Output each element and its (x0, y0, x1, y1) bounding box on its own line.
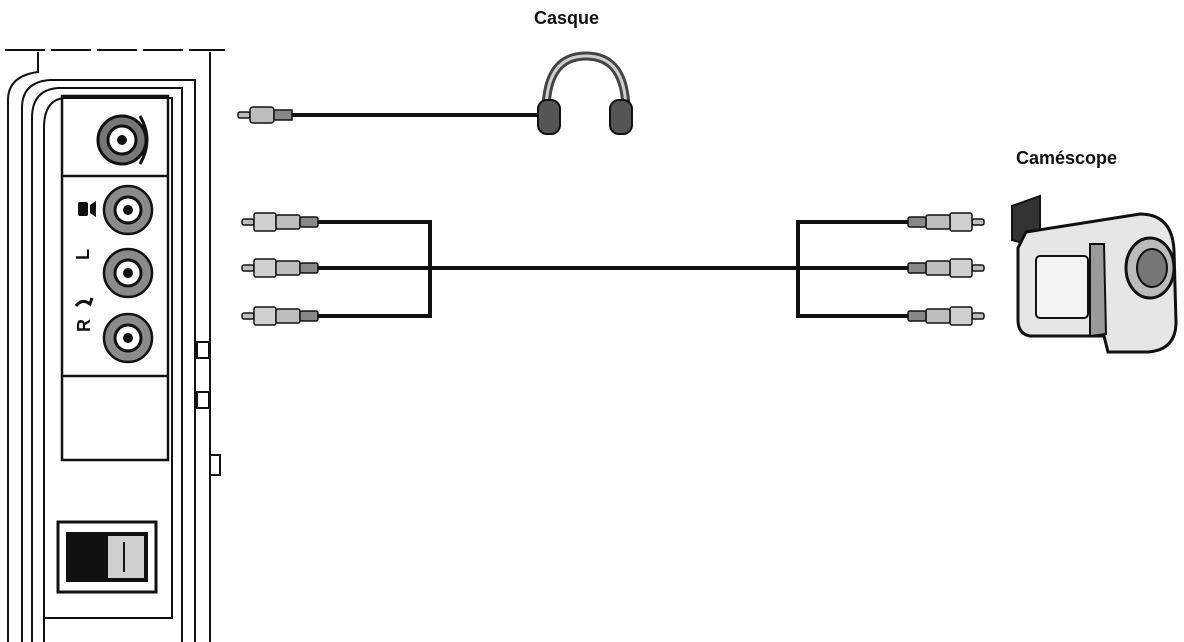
audio-left-jack (102, 247, 154, 299)
rca-plug (907, 258, 985, 278)
audio-left-jack-pin (123, 268, 133, 278)
camcorder-label: Caméscope (1016, 148, 1118, 168)
panel-outer-left (7, 52, 39, 642)
av-cable-bundle (318, 220, 908, 318)
audio-right-letter: R (74, 319, 94, 332)
rca-plug-part (253, 306, 277, 326)
camcorder-side-rca-plugs (907, 212, 985, 326)
rca-plug-part (299, 262, 319, 274)
rca-plug-part (907, 310, 927, 322)
screen-hinge (1089, 243, 1108, 338)
panel-tab-1 (196, 341, 210, 359)
audio-right-jack-pin (123, 333, 133, 343)
video-jack (102, 184, 154, 236)
rca-plug-part (241, 312, 255, 320)
headphones-icon (537, 51, 633, 135)
rca-plug-part (949, 258, 973, 278)
lcd-screen (1035, 255, 1089, 319)
jack-bay-box (60, 94, 170, 462)
rca-plug-part (907, 216, 927, 228)
headphone-jack (96, 114, 149, 166)
rca-plug-part (925, 260, 951, 276)
rca-plug-part (925, 214, 951, 230)
panel-tab-2 (196, 391, 210, 409)
rca-plug-part (971, 264, 985, 272)
lens-glass (1136, 248, 1168, 288)
rca-plug-part (949, 306, 973, 326)
tv-side-panel (5, 49, 225, 642)
video-jack-pin (123, 205, 133, 215)
rca-plug-part (299, 216, 319, 228)
rca-plug (907, 212, 985, 232)
rca-plug-part (253, 212, 277, 232)
rca-plug-part (275, 260, 301, 276)
tv-side-rca-plugs (241, 212, 319, 326)
rca-plug-part (299, 310, 319, 322)
audio-right-jack (102, 312, 154, 364)
power-switch[interactable] (56, 520, 158, 594)
panel-bezel-1 (21, 79, 196, 642)
headphone-plug (237, 106, 293, 124)
panel-bezel-3 (43, 97, 173, 642)
headband-highlight (544, 54, 628, 113)
panel-tab-3 (209, 454, 221, 476)
headphones-label: Casque (534, 8, 600, 28)
rca-plug (241, 306, 319, 326)
rca-plug-part (241, 264, 255, 272)
power-switch-face (108, 536, 144, 578)
rca-plug-part (275, 214, 301, 230)
headphone-jack-pin (117, 135, 127, 145)
rca-plug (907, 306, 985, 326)
rca-plug-part (253, 258, 277, 278)
panel-bezel-2 (31, 87, 183, 642)
jack-bay (60, 94, 170, 462)
rca-plug (241, 212, 319, 232)
rca-plug (241, 258, 319, 278)
rca-plug-part (275, 308, 301, 324)
camcorder-icon (1011, 194, 1178, 354)
rca-plug-part (971, 312, 985, 320)
video-input-icon (78, 201, 96, 217)
rca-plug-part (925, 308, 951, 324)
rca-plug-part (971, 218, 985, 226)
audio-left-letter: L (73, 249, 93, 260)
rca-plug-part (241, 218, 255, 226)
rca-plug-part (907, 262, 927, 274)
audio-note-icon (74, 297, 94, 307)
right-ear-cup (609, 99, 633, 135)
left-ear-cup (537, 99, 561, 135)
rca-plug-part (949, 212, 973, 232)
